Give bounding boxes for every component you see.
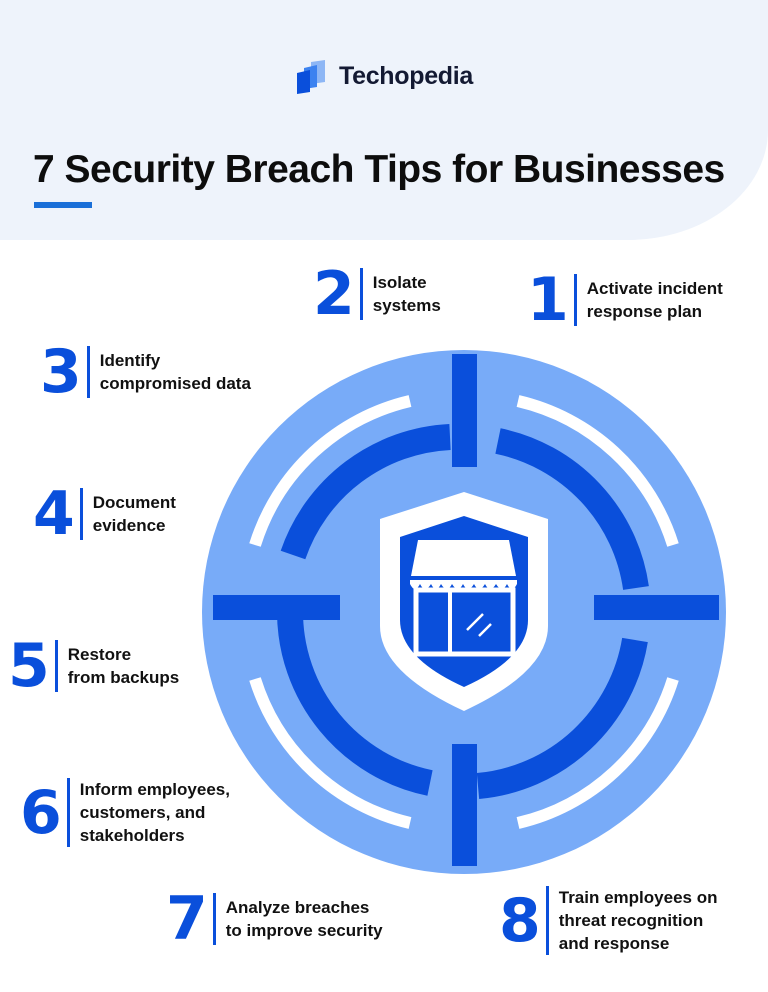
storefront-icon [410,540,517,657]
techopedia-logo-icon [296,60,325,94]
tip-label: Document evidence [92,493,176,535]
tip-1: 1 Activate incident response plan [527,265,723,335]
tip-label: Train employees on threat recognition an… [558,888,718,953]
tip-number: 7 [166,884,208,954]
tip-number: 4 [33,479,75,549]
tip-divider [573,274,577,326]
tip-3: 3 Identify compromised data [40,337,251,407]
tip-label: Activate incident response plan [586,279,723,321]
page-title: 7 Security Breach Tips for Businesses [33,148,725,191]
tip-divider [359,268,363,320]
tip-number: 6 [20,777,62,848]
tip-number: 2 [313,259,355,329]
tip-label: Analyze breaches to improve security [225,898,383,940]
tip-divider [212,893,216,945]
tip-5: 5 Restore from backups [8,631,180,701]
tip-2: 2 Isolate systems [313,259,441,329]
tip-divider [545,886,549,955]
tip-label: Isolate systems [372,273,441,315]
tip-6: 6 Inform employees, customers, and stake… [20,778,230,847]
brand: Techopedia [0,58,768,94]
header-background [0,0,768,240]
tip-divider [79,488,83,540]
tip-divider [86,346,90,398]
brand-name: Techopedia [338,61,474,90]
tip-4: 4 Document evidence [33,479,176,549]
tip-number: 3 [40,337,82,407]
tip-number: 1 [527,265,569,335]
tip-number: 5 [8,631,50,701]
tip-divider [66,778,70,847]
tip-7: 7 Analyze breaches to improve security [166,884,383,954]
tip-label: Identify compromised data [99,351,251,393]
tip-8: 8 Train employees on threat recognition … [499,886,717,955]
tip-label: Inform employees, customers, and stakeho… [79,780,230,845]
tip-number: 8 [499,885,541,956]
tip-divider [54,640,58,692]
tip-label: Restore from backups [67,645,180,687]
title-underline [34,202,92,208]
